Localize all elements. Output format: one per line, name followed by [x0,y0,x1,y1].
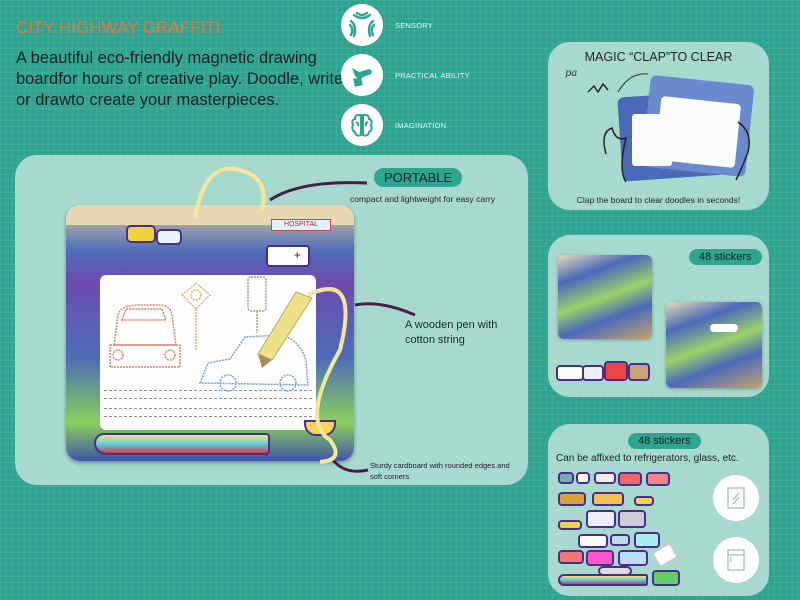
police-car-sticker [582,365,604,381]
hospital-sign: HOSPITAL [271,219,331,231]
board-before-stickers [558,255,652,339]
hand-block-icon [341,54,383,96]
cardboard-description: Sturdy cardboard with rounded edges and … [370,461,510,481]
brain-icon [341,104,383,146]
clap-sound-text: pa [565,68,578,79]
product-description: A beautiful eco-friendly magnetic drawin… [16,49,344,109]
sticker-caption: Can be affixed to refrigerators, glass, … [556,453,739,464]
magic-clap-panel: MAGIC “CLAP”TO CLEAR pa Clap the board t… [548,42,769,210]
feature-label: SENSORY [395,20,433,30]
clapping-hands-illustration [587,73,754,183]
car-sticker [126,225,156,243]
product-title: CITY HIGHWAY GRAFFITI [16,18,221,37]
clap-title: MAGIC “CLAP”TO CLEAR [584,50,733,64]
feature-label: IMAGINATION [395,120,447,130]
magnetic-drawing-board: HOSPITAL + [66,205,354,461]
feature-imagination: IMAGINATION [341,104,446,146]
sensory-icon [341,4,383,46]
caravan-sticker [156,229,182,245]
feature-label: PRACTICAL ABILITY [395,70,470,80]
feature-sensory: SENSORY [341,4,433,46]
pen-description: A wooden pen with cotton string [405,319,498,346]
ambulance-sticker [556,365,584,381]
portable-badge: PORTABLE [374,168,463,187]
train-sticker [94,433,270,455]
stickers-count-badge: 48 stickers [689,249,762,265]
truck-sticker [628,363,650,381]
sticker-scene-panel: 48 stickers [548,235,769,397]
ambulance-sticker: + [266,245,310,267]
drawing-surface[interactable] [100,275,316,430]
sticker-usage-panel: 48 stickers Can be affixed to refrigerat… [548,424,769,596]
board-with-stickers [666,302,762,388]
sticker-sheet [558,470,683,588]
feature-practical-ability: PRACTICAL ABILITY [341,54,470,96]
stickers-count-badge: 48 stickers [628,433,701,449]
refrigerator-icon [713,537,759,583]
glass-window-icon [713,475,759,521]
portable-description: compact and lightweight for easy carry [350,194,496,204]
clap-caption: Clap the board to clear doodles in secon… [576,195,741,205]
car-sticker [604,361,628,381]
